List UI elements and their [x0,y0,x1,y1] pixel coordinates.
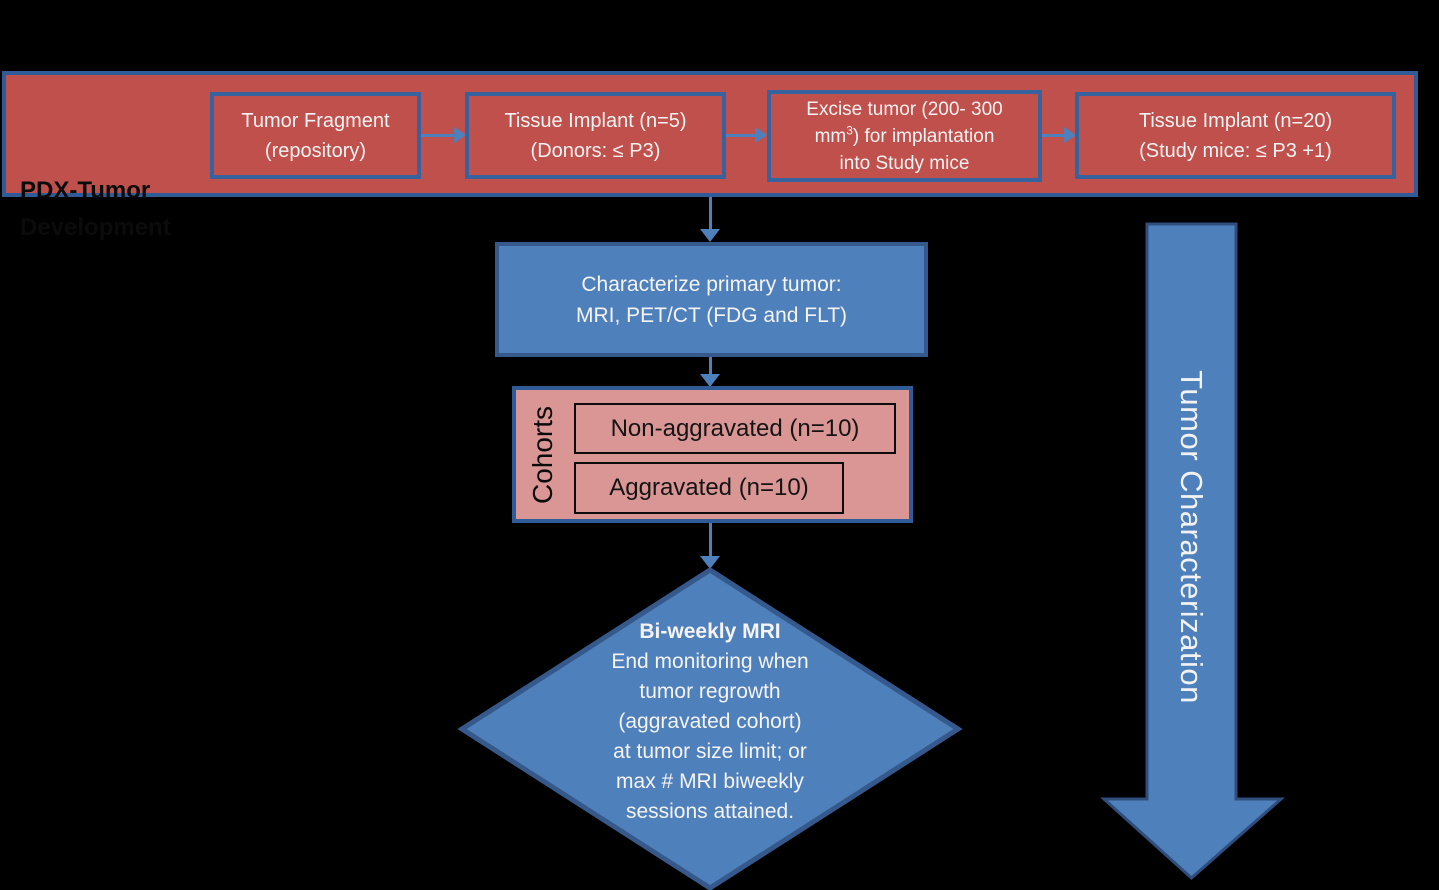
arrow-head-icon [700,229,720,242]
arrow-right-1 [421,126,466,144]
node-characterize-tumor: Characterize primary tumor: MRI, PET/CT … [495,242,928,357]
banner-title-line2: Development [20,214,171,241]
arrow-line [726,133,755,137]
arrow-head-icon [454,127,466,143]
text-line: Excise tumor (200- 300 [806,98,1003,120]
text-line: End monitoring when [611,650,809,673]
decision-diamond-shape [457,567,963,890]
text-line: sessions attained. [625,800,795,823]
arrow-line [1042,133,1064,137]
arrow-head-icon [755,127,767,143]
text-line: Tumor Fragment [241,109,390,132]
banner-title-line1: PDX-Tumor [20,177,151,204]
node-characterize-tumor-text: Characterize primary tumor: MRI, PET/CT … [576,269,847,331]
big-down-arrow-polygon [1100,222,1285,881]
decision-diamond-text: Bi-weekly MRI End monitoring when tumor … [530,617,890,827]
cohorts-label: Cohorts [527,405,558,504]
text-part: ) for implantation [852,125,995,147]
cohort-non-aggravated: Non-aggravated (n=10) [574,403,896,454]
text-line: mm3) for implantation [806,123,1002,150]
text-line: (Donors: ≤ P3) [530,139,661,162]
diamond-polygon [457,567,963,890]
text-part: mm [814,125,847,147]
node-excise-tumor: Excise tumor (200- 300 mm3) for implanta… [767,90,1042,182]
arrow-down-2 [699,357,721,387]
arrow-line [708,357,712,374]
banner-title: PDX-Tumor Development [20,172,171,246]
arrow-head-icon [1064,127,1076,143]
arrow-head-icon [700,556,720,569]
text-line: (aggravated cohort) [618,710,802,733]
tumor-characterization-label: Tumor Characterization [1174,370,1209,704]
text-line: at tumor size limit; or [613,740,807,763]
cohorts-group: Cohorts Non-aggravated (n=10) Aggravated… [512,386,913,523]
arrow-line [421,133,454,137]
text-line: (repository) [264,139,367,162]
node-tumor-fragment: Tumor Fragment (repository) [210,92,421,179]
cohort-non-aggravated-label: Non-aggravated (n=10) [610,414,860,442]
text-line: into Study mice [839,152,970,174]
node-tumor-fragment-text: Tumor Fragment (repository) [241,106,389,166]
text-line: Tissue Implant (n=20) [1138,109,1333,132]
text-line: Tissue Implant (n=5) [504,109,687,132]
tumor-characterization-arrow [1100,222,1285,881]
superscript-3: 3 [846,123,853,138]
arrow-down-3 [699,523,721,569]
arrow-line [708,197,712,229]
arrow-right-2 [726,126,767,144]
text-line: (Study mice: ≤ P3 +1) [1139,139,1332,162]
diamond-title: Bi-weekly MRI [639,620,781,643]
node-tissue-implant-study-text: Tissue Implant (n=20) (Study mice: ≤ P3 … [1139,106,1332,166]
arrow-right-3 [1042,126,1076,144]
node-excise-tumor-text: Excise tumor (200- 300 mm3) for implanta… [806,96,1002,177]
text-line: Characterize primary tumor: [581,272,842,296]
arrow-line [708,523,712,556]
node-tissue-implant-donors: Tissue Implant (n=5) (Donors: ≤ P3) [465,92,726,179]
arrow-head-icon [700,374,720,387]
node-tissue-implant-donors-text: Tissue Implant (n=5) (Donors: ≤ P3) [504,106,686,166]
text-line: MRI, PET/CT (FDG and FLT) [575,303,848,327]
cohort-aggravated: Aggravated (n=10) [574,462,844,514]
node-tissue-implant-study: Tissue Implant (n=20) (Study mice: ≤ P3 … [1075,92,1396,179]
text-line: tumor regrowth [639,680,781,703]
text-line: max # MRI biweekly [616,770,804,793]
arrow-down-1 [699,197,721,242]
cohort-aggravated-label: Aggravated (n=10) [609,474,809,501]
